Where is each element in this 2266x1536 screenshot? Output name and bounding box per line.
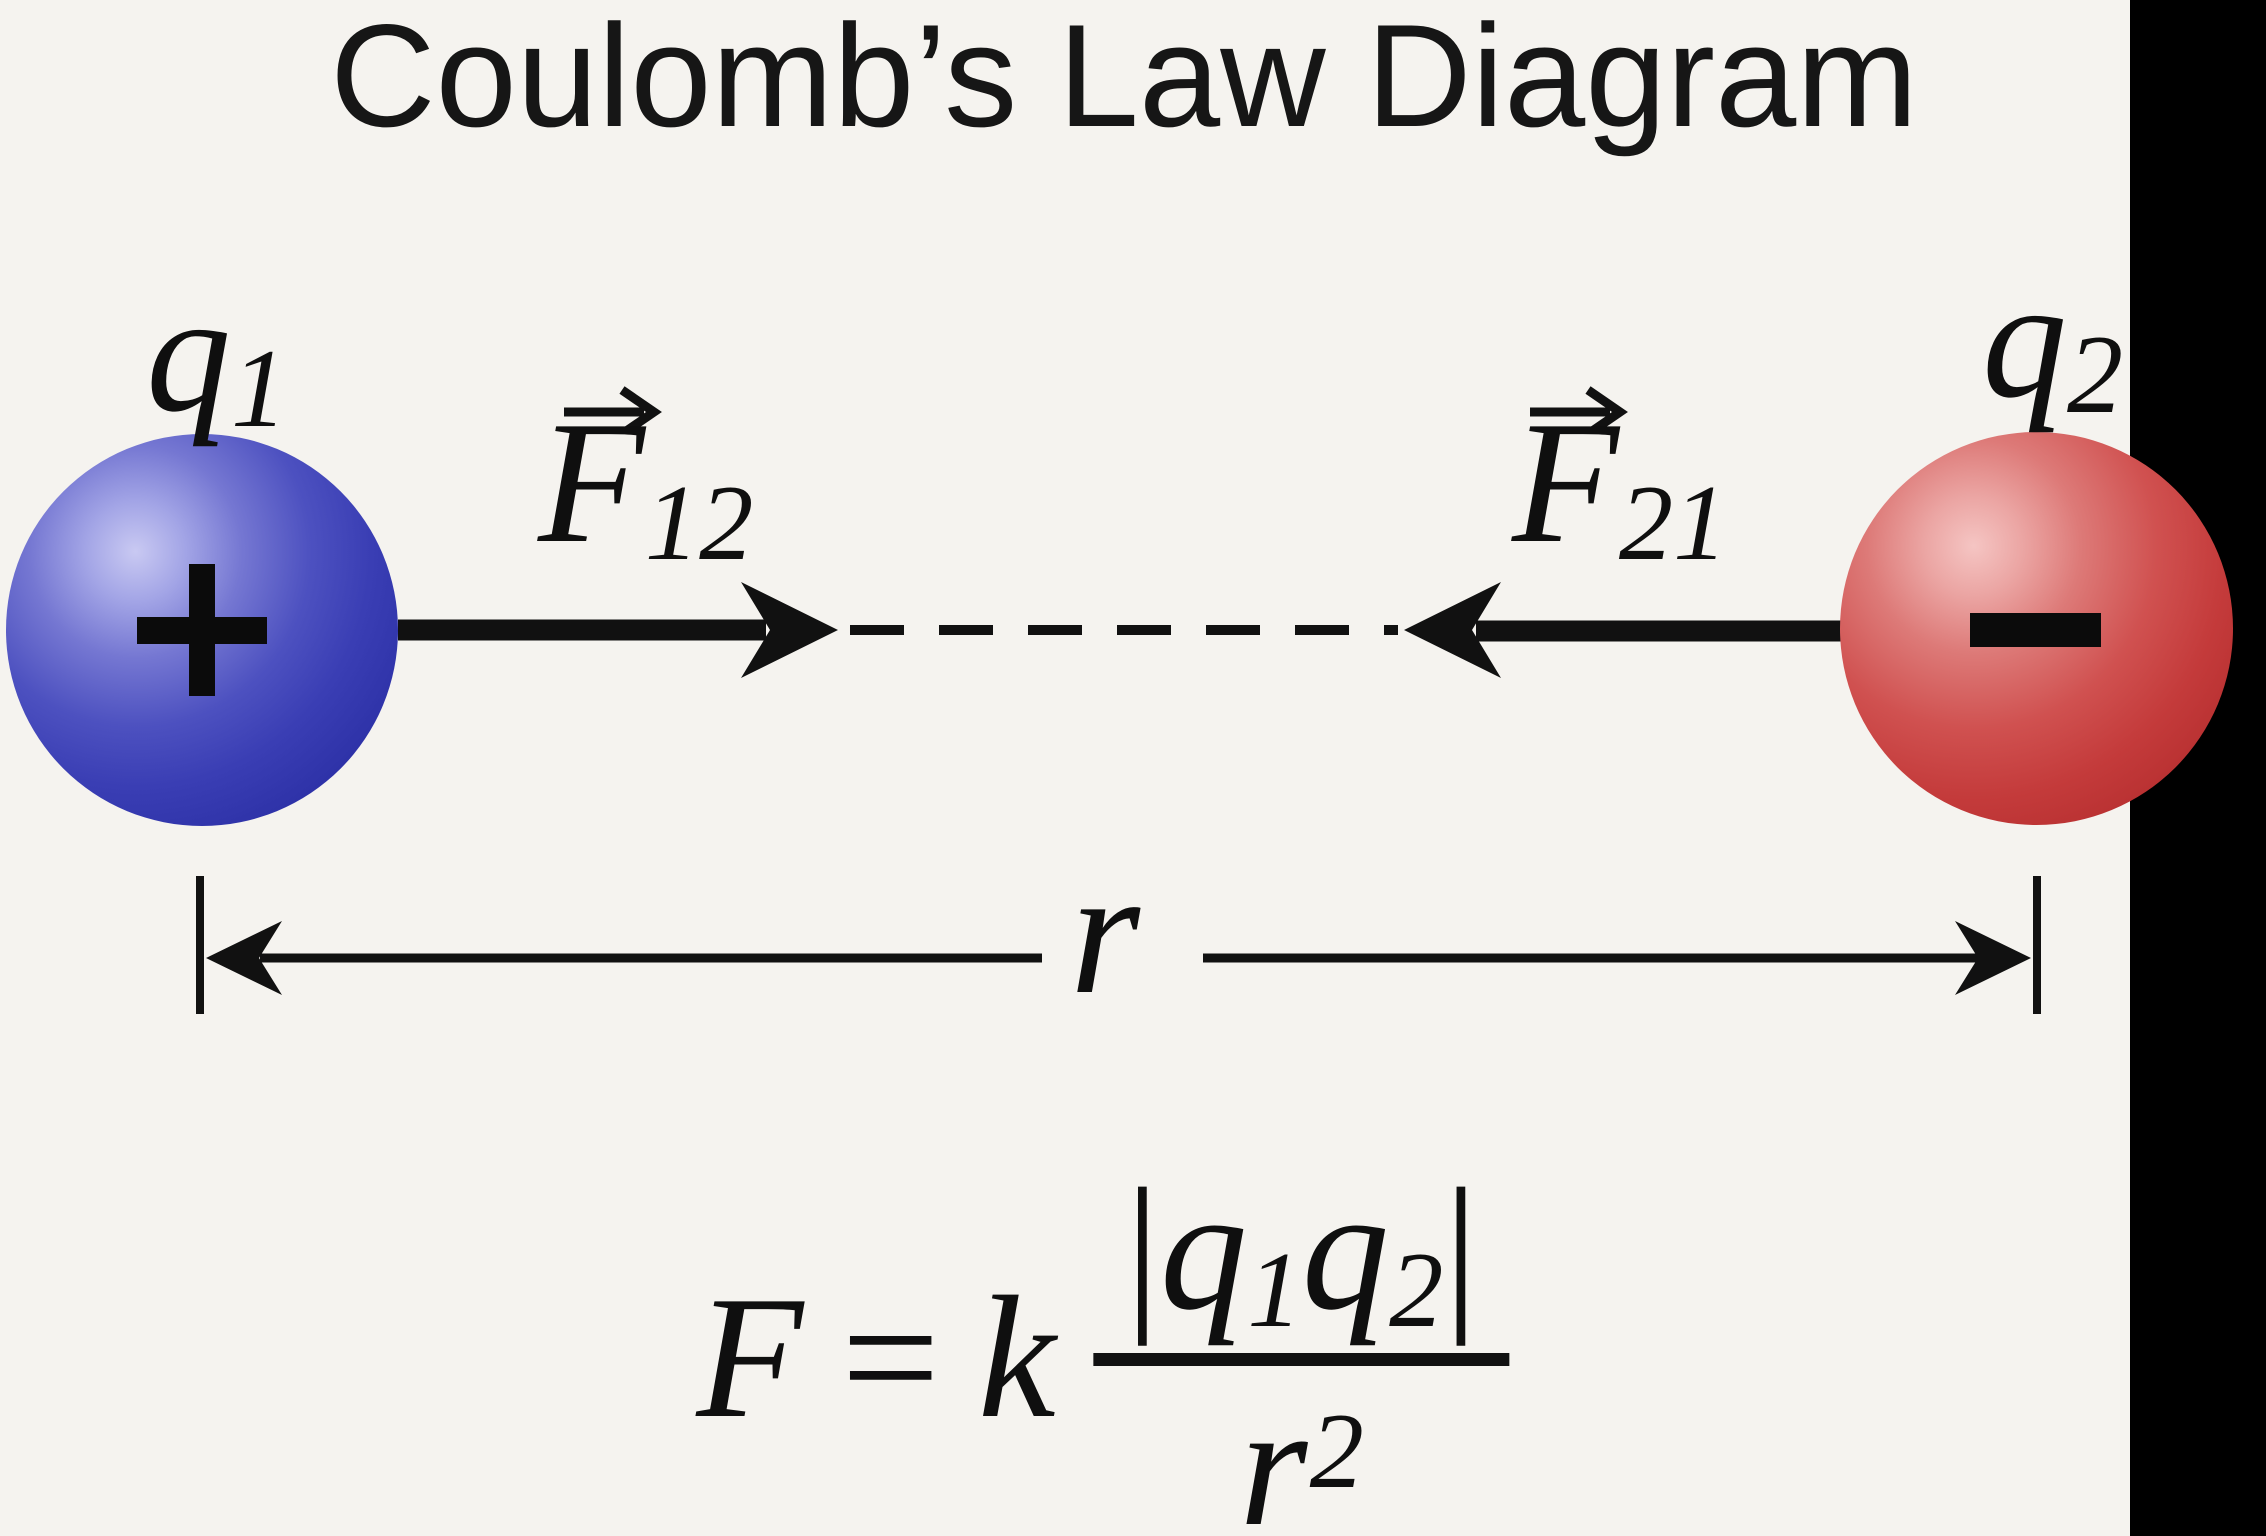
formula-r-exponent: 2: [1309, 1391, 1364, 1512]
formula-denominator: r2: [1239, 1366, 1364, 1536]
formula-q1-sub: 1: [1247, 1230, 1302, 1351]
f21-symbol: F: [1512, 385, 1619, 579]
distance-label: r: [1070, 832, 1141, 1031]
charge-q1-label: q1: [146, 268, 287, 445]
distance-right-arrowhead-icon: [1955, 921, 2031, 995]
formula-q2-symbol: q: [1301, 1152, 1390, 1346]
f21-arrowhead-icon: [1404, 582, 1501, 678]
distance-left-arrowhead-icon: [206, 921, 282, 995]
f12-subscript: 12: [644, 463, 754, 584]
formula-equals: =: [841, 1260, 940, 1454]
abs-open: |: [1124, 1152, 1160, 1346]
formula-q1-symbol: q: [1159, 1152, 1248, 1346]
f21-vector-arrow-icon: [1530, 386, 1628, 434]
f12-vector-arrow-icon: [564, 386, 662, 434]
force-f21-label: F21: [1512, 395, 1727, 578]
force-f12-label: F12: [538, 395, 753, 578]
f12-symbol: F: [538, 385, 645, 579]
q2-subscript: 2: [2067, 312, 2124, 437]
formula-q2-sub: 2: [1389, 1230, 1444, 1351]
minus-sign: [1970, 613, 2101, 647]
q1-symbol: q: [146, 259, 231, 447]
plus-sign-vertical: [189, 564, 215, 696]
formula-lhs: F: [696, 1260, 804, 1454]
q1-subscript: 1: [231, 326, 288, 451]
q2-symbol: q: [1982, 245, 2067, 433]
f12-arrowhead-icon: [741, 582, 838, 678]
charge-q2-label: q2: [1982, 254, 2123, 431]
formula-r-symbol: r: [1239, 1368, 1308, 1536]
formula-constant: k: [977, 1260, 1056, 1454]
fraction-bar: [1093, 1353, 1510, 1366]
page-title: Coulomb’s Law Diagram: [330, 0, 1918, 157]
abs-close: |: [1443, 1152, 1479, 1346]
f21-subscript: 21: [1618, 463, 1728, 584]
